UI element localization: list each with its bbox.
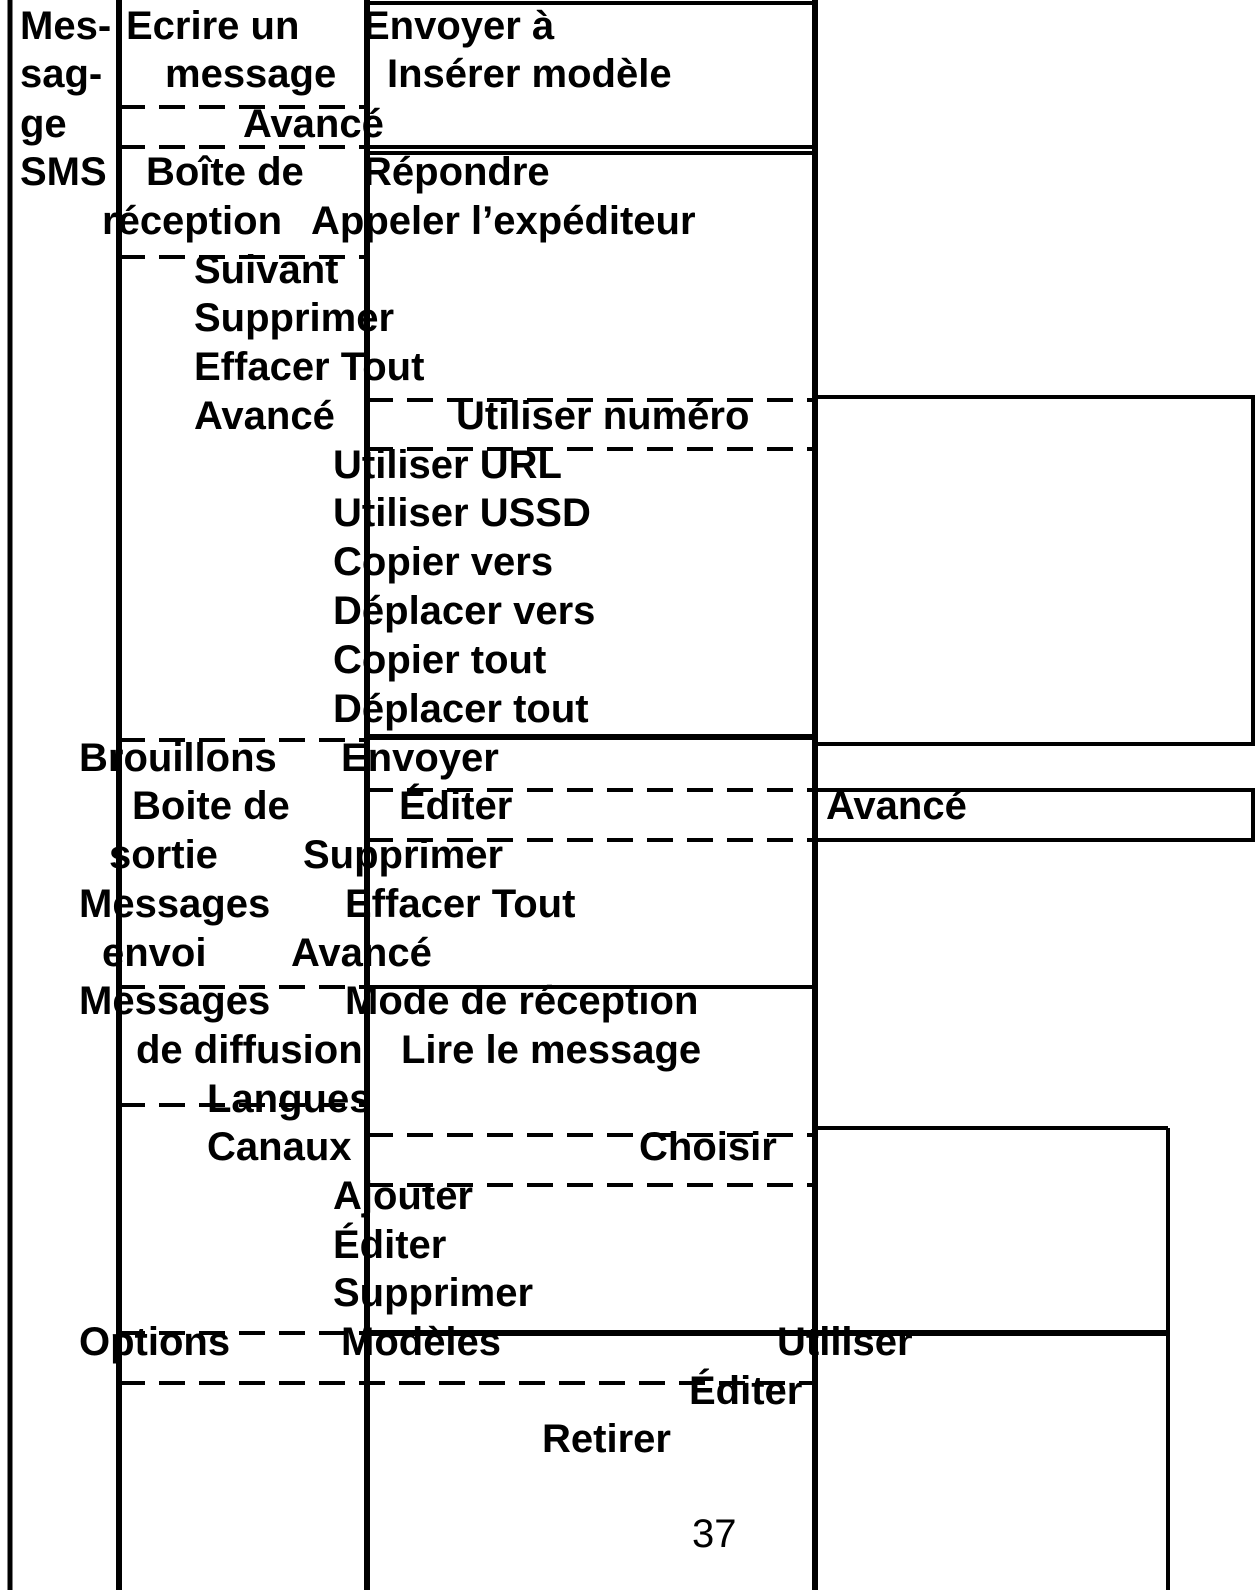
options-item: Options <box>79 1320 231 1364</box>
send-to-item: Envoyer à <box>363 4 555 48</box>
use-number-item: Utiliser numéro <box>456 394 750 438</box>
write-message-item: Ecrire un <box>126 4 300 48</box>
copy-to-item: Copier vers <box>333 540 554 584</box>
page-number: 37 <box>692 1512 737 1556</box>
drafts-edit-item: Éditer <box>399 784 513 828</box>
outbox-item: sortie <box>109 833 218 877</box>
template-remove-item: Retirer <box>542 1417 671 1461</box>
drafts-clear-all-item: Effacer Tout <box>345 882 576 926</box>
inbox-item: Boîte de <box>146 150 304 194</box>
write-message-item: message <box>165 52 337 96</box>
move-all-item: Déplacer tout <box>333 687 589 731</box>
copy-all-item: Copier tout <box>333 638 547 682</box>
template-edit-item: Éditer <box>689 1369 803 1413</box>
drafts-send-item: Envoyer <box>341 736 499 780</box>
use-url-item: Utiliser URL <box>333 443 562 487</box>
sent-messages-item: Messages <box>79 882 271 926</box>
broadcast-item: de diffusion <box>136 1028 363 1072</box>
drafts-advanced-item: Avancé <box>291 931 432 975</box>
sms-menu-label: sag- <box>20 52 103 96</box>
inbox-clear-all-item: Effacer Tout <box>194 345 425 389</box>
write-advanced-item: Avancé <box>243 102 384 146</box>
inbox-item: réception <box>102 199 283 243</box>
channel-edit-item: Éditer <box>333 1223 447 1267</box>
call-sender-item: Appeler l’expéditeur <box>311 199 696 243</box>
broadcast-item: Messages <box>79 979 271 1023</box>
inbox-delete-item: Supprimer <box>194 296 395 340</box>
channel-delete-item: Supprimer <box>333 1271 534 1315</box>
template-use-item: Utiliser <box>777 1320 913 1364</box>
insert-template-item: Insérer modèle <box>387 52 672 96</box>
use-number-box <box>813 395 1255 746</box>
drafts-delete-item: Supprimer <box>303 833 504 877</box>
outbox-item: Boite de <box>132 784 290 828</box>
inbox-advanced-item: Avancé <box>194 394 335 438</box>
sms-menu-label: Mes- <box>20 4 112 48</box>
read-message-item: Lire le message <box>401 1028 702 1072</box>
inbox-next-item: Suivant <box>194 248 339 292</box>
sms-menu-label: SMS <box>20 150 107 194</box>
channels-item: Canaux <box>207 1125 352 1169</box>
edit-advanced-box <box>813 788 1255 842</box>
sms-menu-label: ge <box>20 102 67 146</box>
sent-messages-item: envoi <box>102 931 207 975</box>
choose-item: Choisir <box>639 1125 777 1169</box>
languages-item: Langues <box>207 1077 372 1121</box>
channel-add-item: Ajouter <box>333 1174 473 1218</box>
move-to-item: Déplacer vers <box>333 589 596 633</box>
edit-advanced-item: Avancé <box>826 784 967 828</box>
reply-item: Répondre <box>363 150 550 194</box>
drafts-item: Brouillons <box>79 736 277 780</box>
reception-mode-item: Mode de réception <box>345 979 699 1023</box>
templates-item: Modèles <box>341 1320 502 1364</box>
use-ussd-item: Utiliser USSD <box>333 491 591 535</box>
